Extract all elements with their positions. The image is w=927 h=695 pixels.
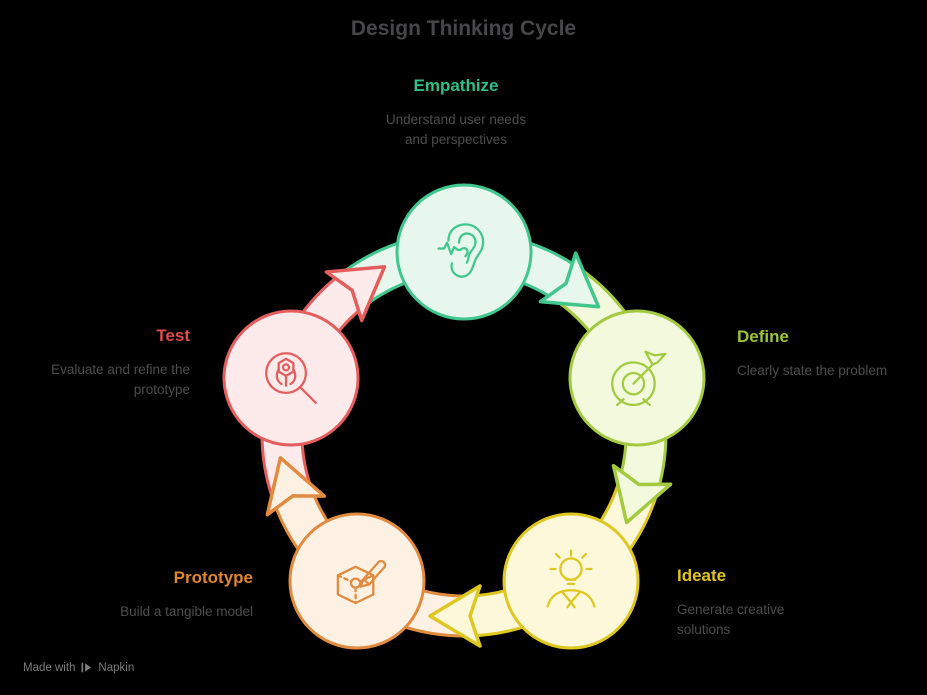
stage-label-define: Define bbox=[737, 327, 789, 346]
arrowhead-empathize-to-define bbox=[538, 251, 601, 309]
arrowhead-define-to-ideate bbox=[611, 463, 673, 525]
watermark-brand: Napkin bbox=[98, 661, 135, 674]
desc-line: solutions bbox=[677, 622, 731, 637]
arrowhead-test-to-empathize bbox=[324, 265, 387, 323]
stage-label-test: Test bbox=[156, 326, 190, 345]
stage-text-define: Define Clearly state the problem bbox=[737, 327, 922, 381]
cube-pencil-icon bbox=[336, 559, 387, 605]
stage-desc-empathize: Understand user needs and perspectives bbox=[336, 110, 576, 150]
magnifier-bug-icon bbox=[265, 352, 317, 404]
watermark-prefix: Made with bbox=[23, 661, 76, 674]
stage-label-empathize: Empathize bbox=[413, 76, 499, 95]
stage-circle-prototype bbox=[288, 512, 426, 650]
stage-label-ideate: Ideate bbox=[677, 566, 727, 585]
desc-line: Evaluate and refine the bbox=[51, 362, 190, 377]
stage-text-prototype: Prototype Build a tangible model bbox=[68, 568, 253, 622]
stage-desc-define: Clearly state the problem bbox=[737, 361, 922, 381]
arrowhead-prototype-to-test bbox=[265, 456, 327, 517]
desc-line: and perspectives bbox=[404, 132, 508, 147]
napkin-logo-icon bbox=[81, 662, 92, 673]
page-title: Design Thinking Cycle bbox=[350, 17, 577, 40]
stage-text-test: Test Evaluate and refine the prototype bbox=[25, 326, 190, 400]
stage-desc-test: Evaluate and refine the prototype bbox=[25, 360, 190, 400]
stage-text-ideate: Ideate Generate creative solutions bbox=[677, 566, 857, 640]
arrowhead-ideate-to-prototype bbox=[428, 584, 482, 648]
desc-line: Generate creative bbox=[677, 602, 785, 617]
stage-circle-define bbox=[568, 309, 706, 447]
lightbulb-person-icon bbox=[546, 549, 596, 609]
stage-circle-empathize bbox=[395, 183, 533, 321]
stage-circle-test bbox=[222, 309, 360, 447]
stage-text-empathize: Empathize Understand user needs and pers… bbox=[336, 76, 576, 150]
desc-line: Build a tangible model bbox=[120, 604, 253, 619]
watermark: Made with Napkin bbox=[23, 661, 134, 674]
stage-circle-ideate bbox=[502, 512, 640, 650]
desc-line: Understand user needs bbox=[385, 112, 527, 127]
stage-label-prototype: Prototype bbox=[173, 568, 253, 587]
ear-listening-icon bbox=[437, 223, 485, 278]
stage-desc-ideate: Generate creative solutions bbox=[677, 600, 857, 640]
target-arrow-icon bbox=[611, 350, 667, 407]
stage-desc-prototype: Build a tangible model bbox=[68, 602, 253, 622]
desc-line: Clearly state the problem bbox=[737, 363, 888, 378]
desc-line: prototype bbox=[133, 382, 190, 397]
